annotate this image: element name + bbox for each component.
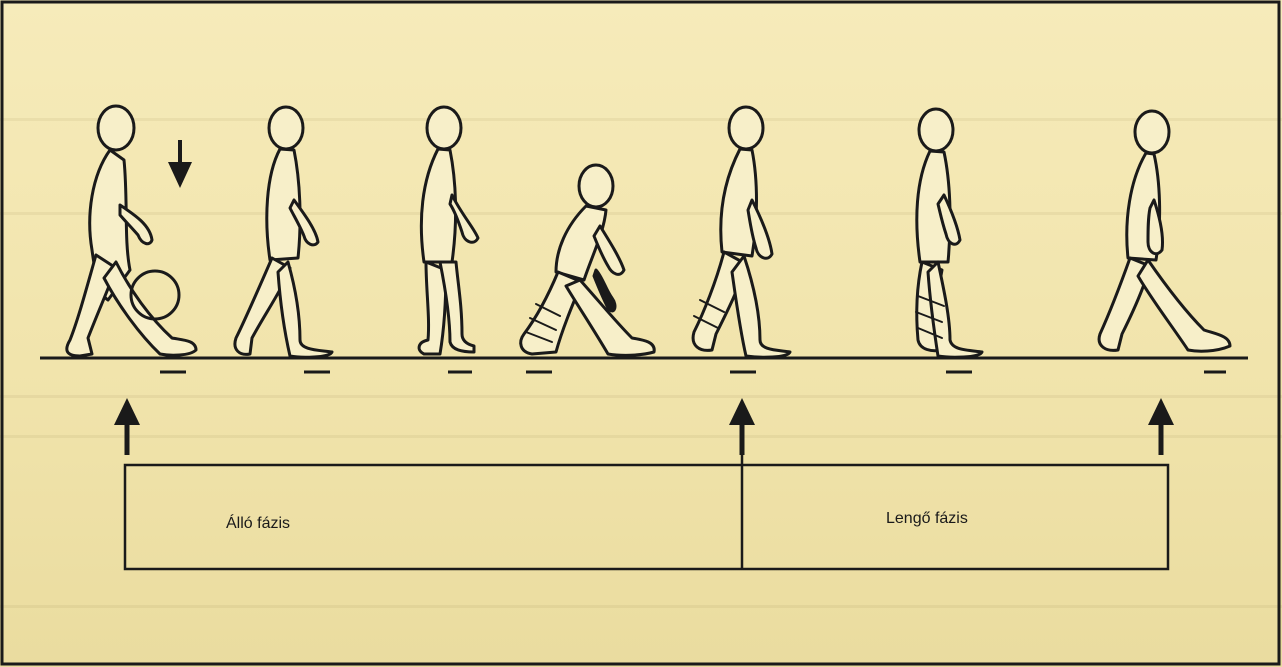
up-arrow-icon [1148, 398, 1174, 455]
stance-phase-label: Álló fázis [226, 515, 290, 533]
walker-figure-4 [521, 165, 654, 355]
up-arrow-icon [114, 398, 140, 455]
swing-phase-label: Lengő fázis [886, 510, 968, 528]
walker-figure-6 [916, 109, 982, 357]
walker-figure-3 [419, 107, 478, 354]
walker-figure-5 [693, 107, 790, 357]
down-arrow-icon [168, 140, 192, 188]
up-arrow-icon [729, 398, 755, 455]
walker-figure-2 [235, 107, 332, 357]
walker-figure-7 [1099, 111, 1230, 351]
walker-figure-1 [67, 106, 196, 356]
